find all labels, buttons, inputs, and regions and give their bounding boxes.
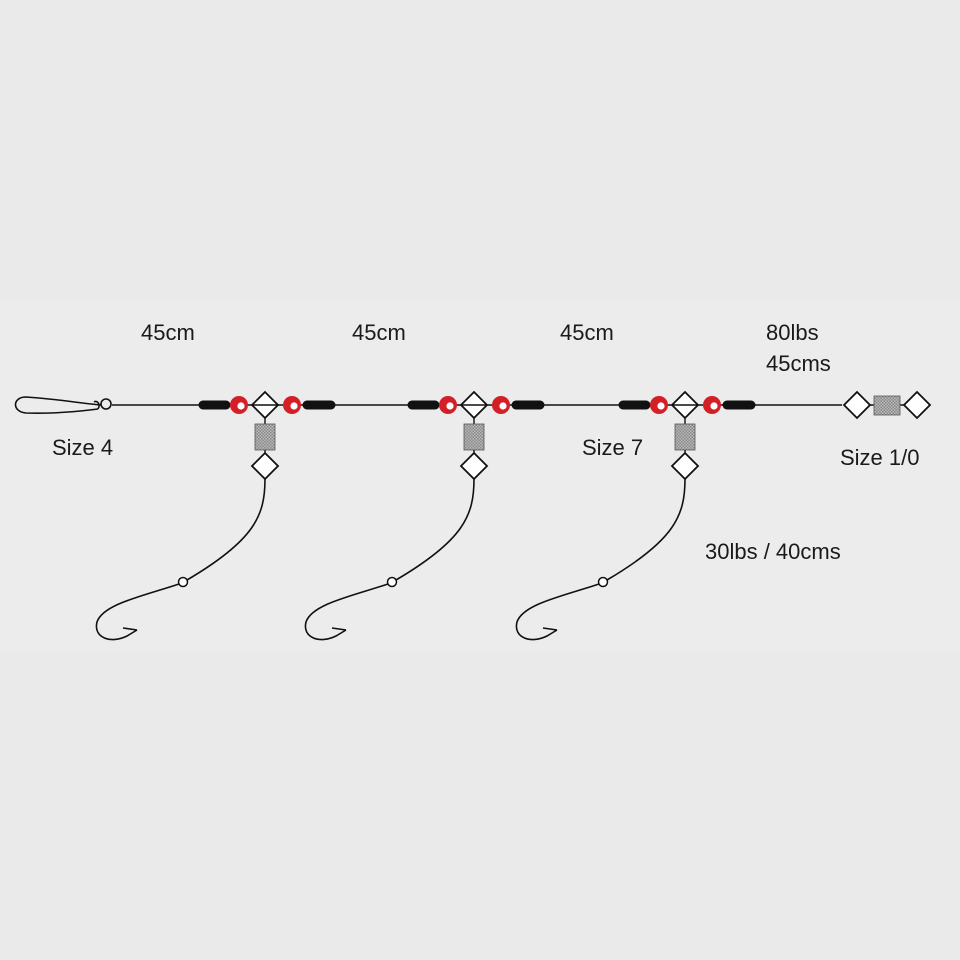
end-swivel-icon bbox=[842, 390, 932, 420]
end-line-length-label: 45cms bbox=[766, 351, 831, 376]
dropper-3 bbox=[515, 390, 756, 641]
mid-swivel-size-label: Size 7 bbox=[582, 435, 644, 460]
hook-barb bbox=[331, 627, 347, 631]
stop-bead-icon bbox=[386, 576, 398, 588]
snood-line bbox=[606, 478, 686, 581]
end-swivel-size-label: Size 1/0 bbox=[840, 445, 920, 470]
hook-barb bbox=[122, 627, 138, 631]
bead-hole bbox=[499, 402, 507, 410]
bead-hole bbox=[290, 402, 298, 410]
hook-barb bbox=[542, 627, 558, 631]
dropper-1 bbox=[95, 390, 336, 641]
bead-hole bbox=[710, 402, 718, 410]
snood-line bbox=[186, 478, 266, 581]
segment-2-length-label: 45cm bbox=[352, 320, 406, 345]
barrel-swivel-icon bbox=[254, 423, 276, 451]
barrel-swivel-icon bbox=[674, 423, 696, 451]
diagram-panel bbox=[0, 300, 960, 652]
swivel-ring-icon bbox=[459, 451, 489, 481]
bead-hole bbox=[446, 402, 454, 410]
segment-1-length-label: 45cm bbox=[141, 320, 195, 345]
bead-hole bbox=[237, 402, 245, 410]
snap-clip-icon bbox=[14, 396, 112, 414]
clip-size-label: Size 4 bbox=[52, 435, 114, 460]
hook-icon bbox=[515, 583, 600, 641]
segment-3-length-label: 45cm bbox=[560, 320, 614, 345]
bead-hole bbox=[657, 402, 665, 410]
stop-bead-icon bbox=[177, 576, 189, 588]
snood-spec-label: 30lbs / 40cms bbox=[705, 539, 841, 564]
dropper-2 bbox=[304, 390, 545, 641]
end-line-strength-label: 80lbs bbox=[766, 320, 819, 345]
hook-icon bbox=[95, 583, 180, 641]
swivel-ring-icon bbox=[670, 451, 700, 481]
hook-icon bbox=[304, 583, 389, 641]
snood-line bbox=[395, 478, 475, 581]
barrel-swivel-icon bbox=[463, 423, 485, 451]
stop-bead-icon bbox=[597, 576, 609, 588]
swivel-ring-icon bbox=[250, 451, 280, 481]
